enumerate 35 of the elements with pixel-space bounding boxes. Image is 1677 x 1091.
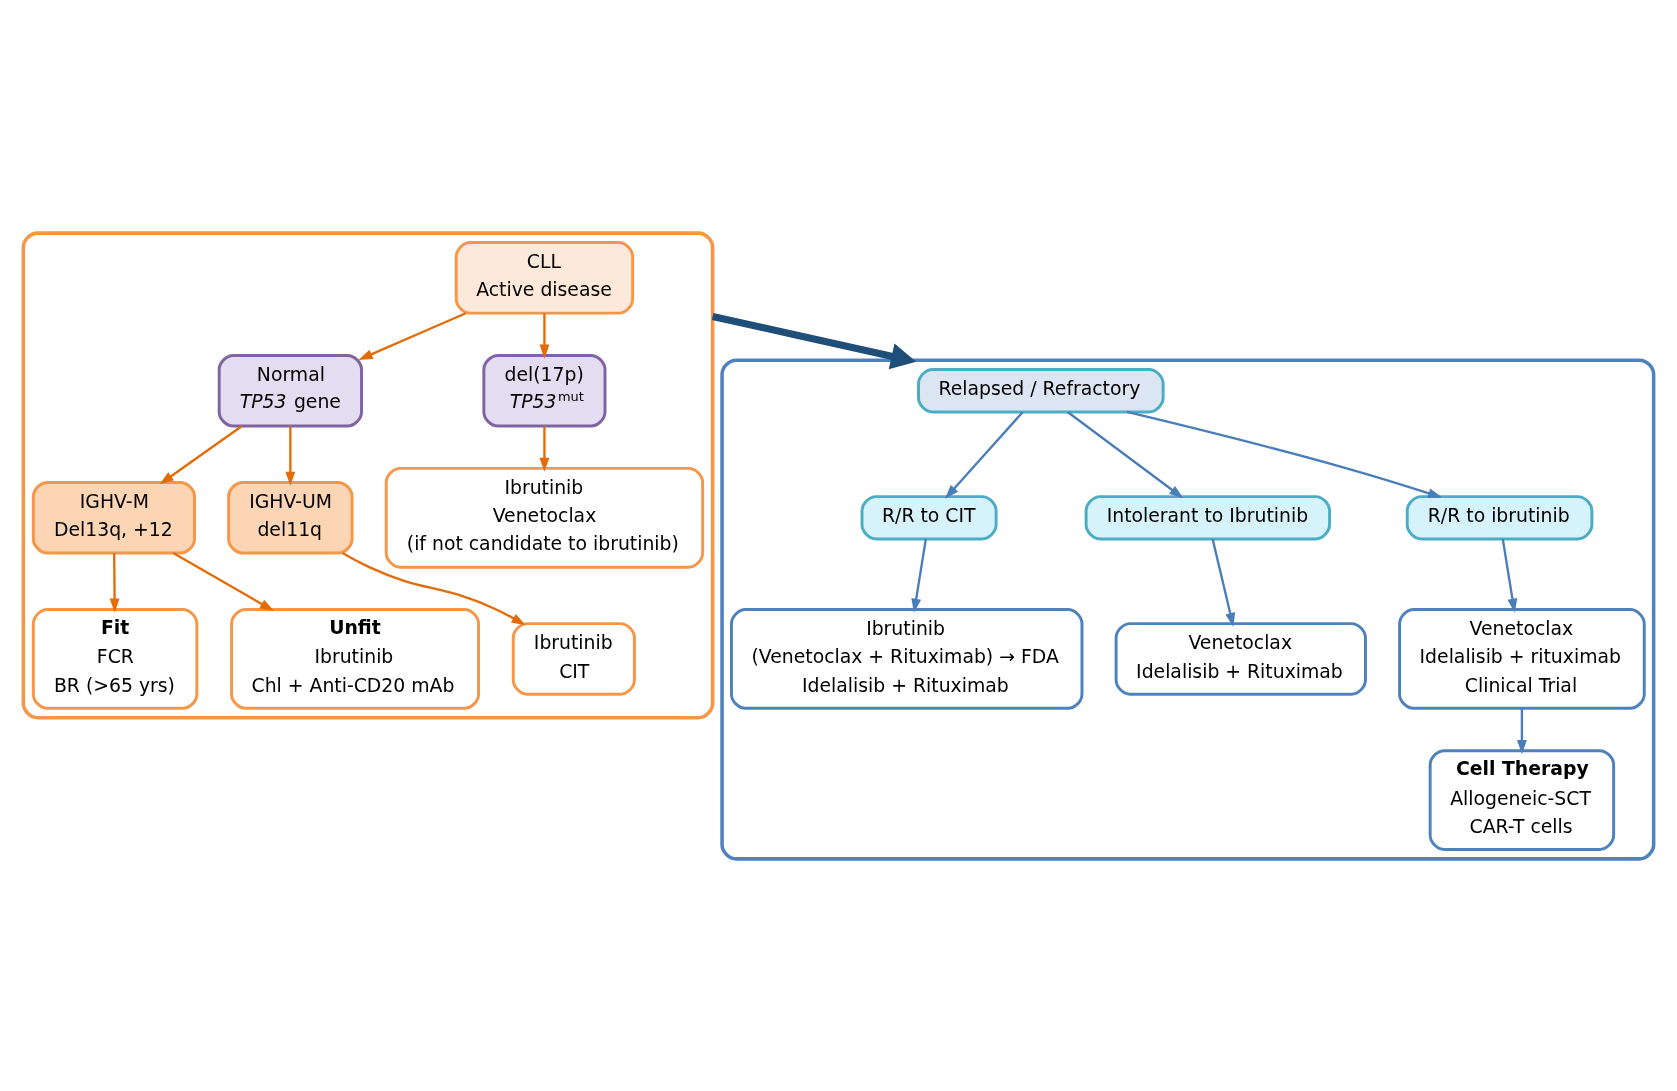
node-box: Intolerant to Ibrutinib [1084,494,1332,540]
node-box: Venetoclax Idelalisib + Rituximab [1114,621,1367,696]
arrow [358,311,467,360]
arrow [944,410,1024,499]
arrow [285,425,296,486]
cluster [21,230,715,719]
node-box: Venetoclax Idelalisib + rituximab Clinical Trial [1398,607,1646,710]
node-box: CLL Active disease [454,240,635,315]
arrow [539,425,550,472]
arrow [109,552,120,613]
arrow [1516,708,1527,754]
node-box: R/R to CIT [860,494,998,540]
node-box: Normal TP53 gene [217,353,363,427]
node-box: Ibrutinib (Venetoclax + Rituximab) → FDA Idelalisib + Rituximab [730,607,1084,710]
node-box: Cell Therapy Allogeneic-SCT CAR-T cells [1428,748,1616,851]
arrow [911,538,927,613]
node-box: IGHV-UM del11q [227,480,354,555]
arrow [539,312,550,359]
node-box: Unfit Ibrutinib Chl + Anti-CD20 mAb [230,607,481,710]
arrow [1211,538,1236,627]
cluster [720,357,1656,861]
arrow [711,312,917,369]
arrow [159,424,243,484]
arrow [341,551,526,625]
arrow [1126,410,1443,498]
node-box: IGHV-M Del13q, +12 [31,480,196,555]
node-box: R/R to ibrutinib [1405,494,1594,540]
node-box: Ibrutinib CIT [511,621,636,696]
node-box: Relapsed / Refractory [917,367,1165,413]
arrow [1066,410,1184,498]
node-box: del(17p) TP53$^{mut}$ [482,353,607,427]
arrow [172,551,274,611]
node-box: Ibrutinib Venetoclax (if not candidate to ibrutinib) [384,466,705,569]
node-box: Fit FCR BR (>65 yrs) [31,607,199,710]
arrow [1501,538,1518,613]
